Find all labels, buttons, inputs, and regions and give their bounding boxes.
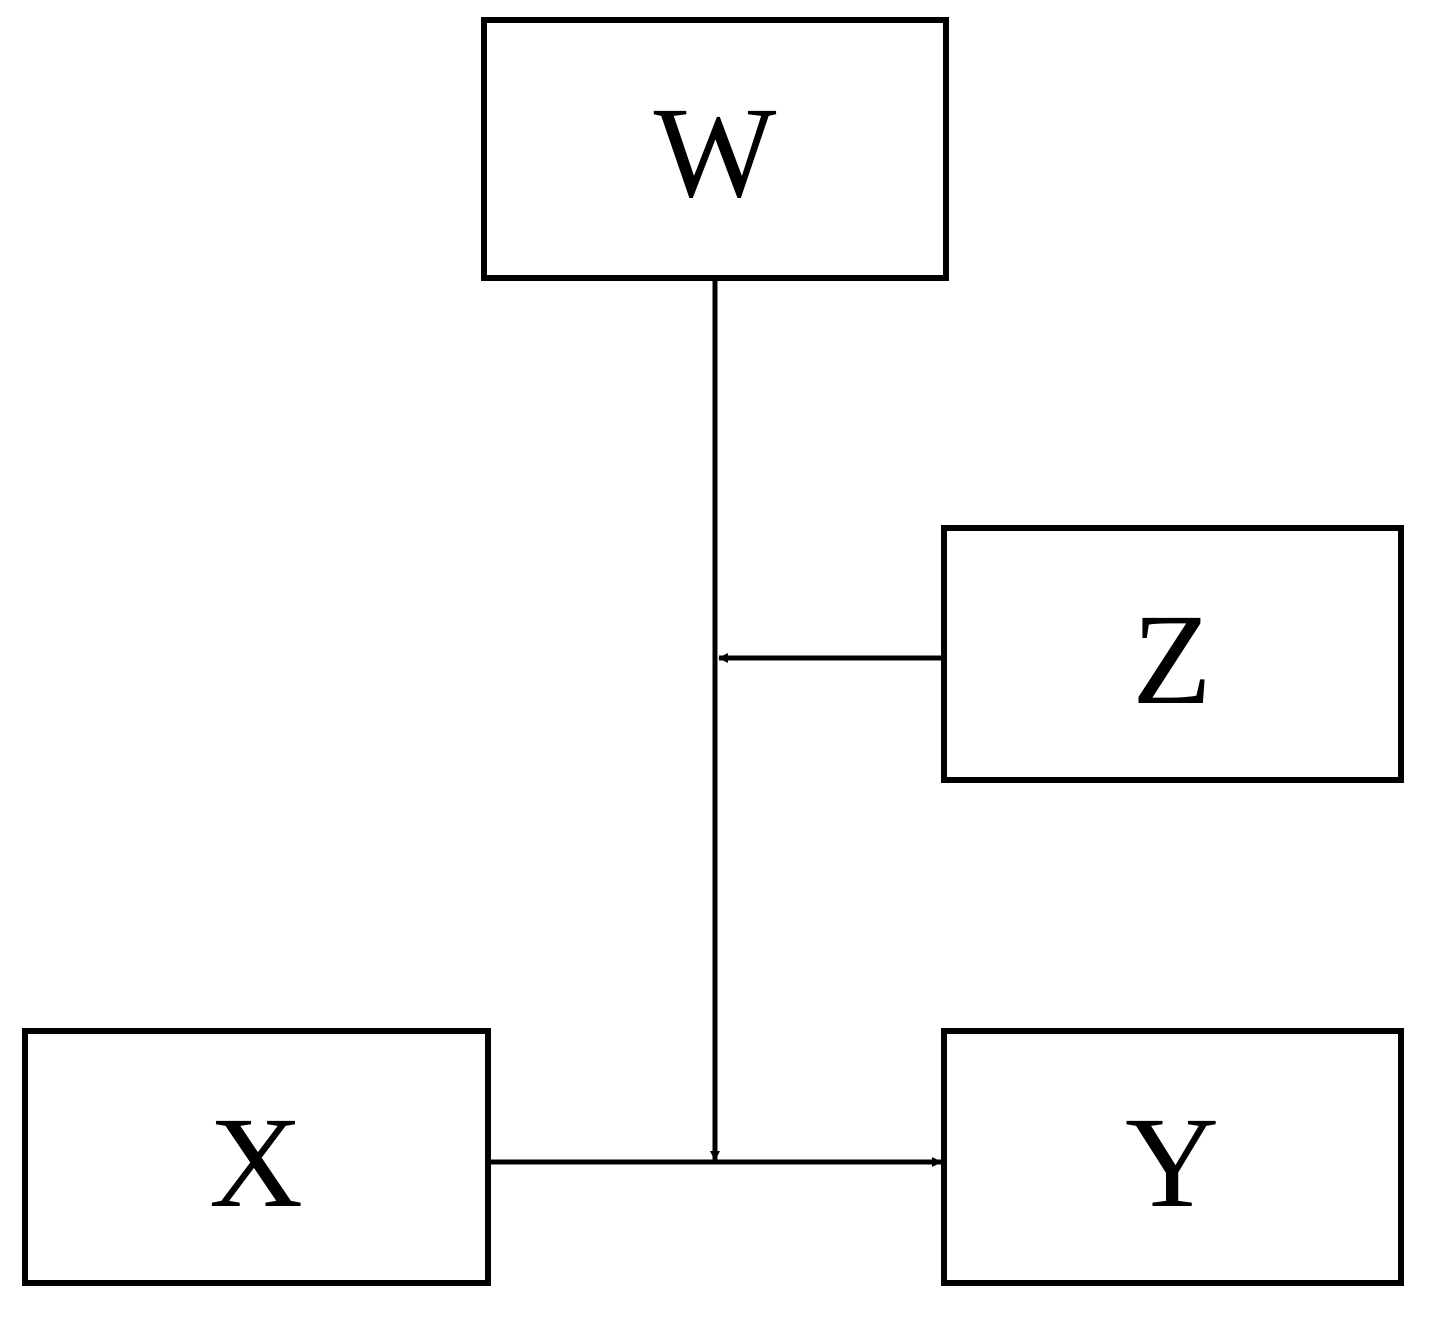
node-w-label: W [654,81,777,225]
node-x: X [22,1028,491,1286]
node-z: Z [941,525,1404,783]
node-z-box [941,525,1404,783]
node-y-box [941,1028,1404,1286]
node-y: Y [941,1028,1404,1286]
node-z-label: Z [1132,588,1211,732]
node-w: W [481,17,949,281]
node-w-box [481,17,949,281]
node-x-box [22,1028,491,1286]
node-x-label: X [209,1091,303,1235]
node-y-label: Y [1125,1091,1219,1235]
